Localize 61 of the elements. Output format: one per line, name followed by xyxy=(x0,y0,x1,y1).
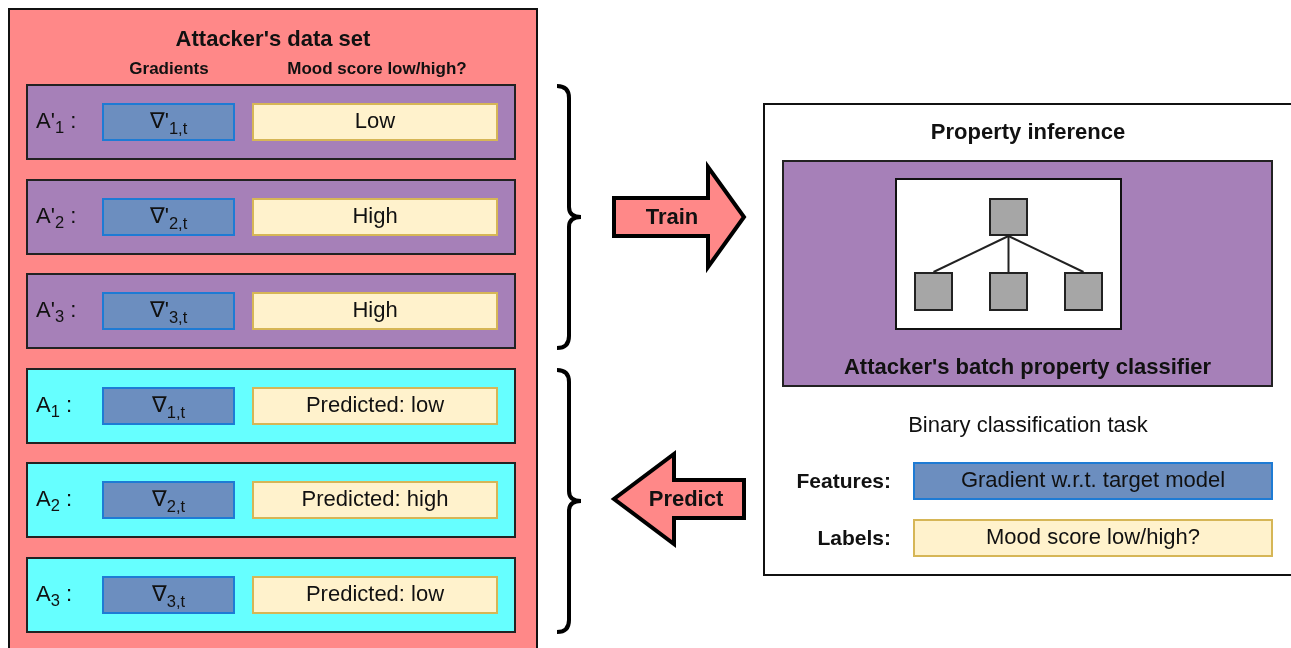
dataset-panel xyxy=(8,8,538,648)
record-label: A'$_{3}$ : xyxy=(36,296,77,323)
label-value: Predicted: high xyxy=(301,486,449,512)
column-header: Mood score low/high? xyxy=(287,59,467,79)
task-description: Binary classification task xyxy=(908,412,1148,438)
gradient-value: ∇$_{3,t}$ xyxy=(151,581,186,607)
inference-panel xyxy=(763,103,1291,576)
label-value: Predicted: low xyxy=(305,581,445,607)
label-cell xyxy=(252,292,498,330)
label-value: High xyxy=(352,203,398,229)
record-label: A'$_{2}$ : xyxy=(36,202,77,229)
tree-node-box xyxy=(989,198,1028,236)
field-label: Labels: xyxy=(817,526,891,550)
gradient-cell xyxy=(102,292,235,330)
gradient-value: ∇'$_{1,t}$ xyxy=(149,108,188,134)
tree-connector xyxy=(1007,235,1010,273)
panel-title: Property inference xyxy=(930,119,1126,145)
label-cell xyxy=(252,387,498,425)
tree-connector xyxy=(1007,235,1085,273)
gradient-value: ∇'$_{2,t}$ xyxy=(149,203,188,229)
classifier-title: Attacker's batch property classifier xyxy=(843,354,1212,380)
gradient-cell xyxy=(913,462,1273,500)
record-row xyxy=(26,557,516,633)
record-row xyxy=(26,273,516,349)
record-label: A'$_{1}$ : xyxy=(36,107,77,134)
record-label: A$_{2}$ : xyxy=(36,485,73,512)
tree-diagram-frame xyxy=(895,178,1122,330)
record-label: A$_{1}$ : xyxy=(36,391,73,418)
gradient-cell xyxy=(102,198,235,236)
gradient-cell xyxy=(102,103,235,141)
tree-node-box xyxy=(1064,272,1103,311)
label-value: High xyxy=(352,297,398,323)
gradient-value: ∇$_{2,t}$ xyxy=(151,486,186,512)
panel-title: Attacker's data set xyxy=(175,26,371,52)
label-value: Predicted: low xyxy=(305,392,445,418)
label-cell xyxy=(252,576,498,614)
label-cell xyxy=(252,198,498,236)
tree-node-box xyxy=(914,272,953,311)
record-row xyxy=(26,84,516,160)
gradient-value: ∇$_{1,t}$ xyxy=(151,392,186,418)
arrow-label: Train xyxy=(645,204,699,230)
tree-connector xyxy=(932,235,1010,273)
gradient-cell xyxy=(102,481,235,519)
record-row xyxy=(26,462,516,538)
field-label: Features: xyxy=(796,469,891,493)
record-label: A$_{3}$ : xyxy=(36,580,73,607)
gradient-value: ∇'$_{3,t}$ xyxy=(149,297,188,323)
arrow-label: Predict xyxy=(648,486,724,512)
label-cell xyxy=(252,103,498,141)
label-value: Mood score low/high? xyxy=(986,524,1200,550)
record-row xyxy=(26,179,516,255)
label-cell xyxy=(252,481,498,519)
record-row xyxy=(26,368,516,444)
tree-node-box xyxy=(989,272,1028,311)
column-header: Gradients xyxy=(129,59,209,79)
classifier-panel xyxy=(782,160,1273,387)
gradient-value: Gradient w.r.t. target model xyxy=(960,467,1226,493)
label-cell xyxy=(913,519,1273,557)
gradient-cell xyxy=(102,576,235,614)
gradient-cell xyxy=(102,387,235,425)
label-value: Low xyxy=(354,108,396,134)
